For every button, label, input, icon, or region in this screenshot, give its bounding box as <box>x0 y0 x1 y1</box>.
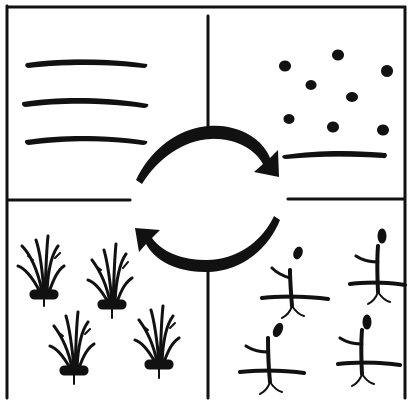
seedling-2 <box>350 229 405 304</box>
tilled-soil-lines-icon <box>22 59 148 145</box>
arrow-bottom <box>135 216 280 272</box>
scattered-seeds-icon <box>279 50 393 160</box>
arrow-top <box>136 126 279 184</box>
grass-clump-1 <box>18 236 64 306</box>
seedling-1 <box>262 246 328 318</box>
sprouting-seedlings-icon <box>240 229 405 394</box>
ground-line <box>282 151 387 159</box>
grass-clumps-icon <box>18 236 179 384</box>
grass-clump-2 <box>88 244 132 318</box>
grass-clump-3 <box>50 312 94 384</box>
seedling-3 <box>240 322 304 394</box>
grass-clump-4 <box>135 306 179 378</box>
circular-cycle-arrows-icon <box>135 126 280 272</box>
seedling-4 <box>338 315 400 386</box>
